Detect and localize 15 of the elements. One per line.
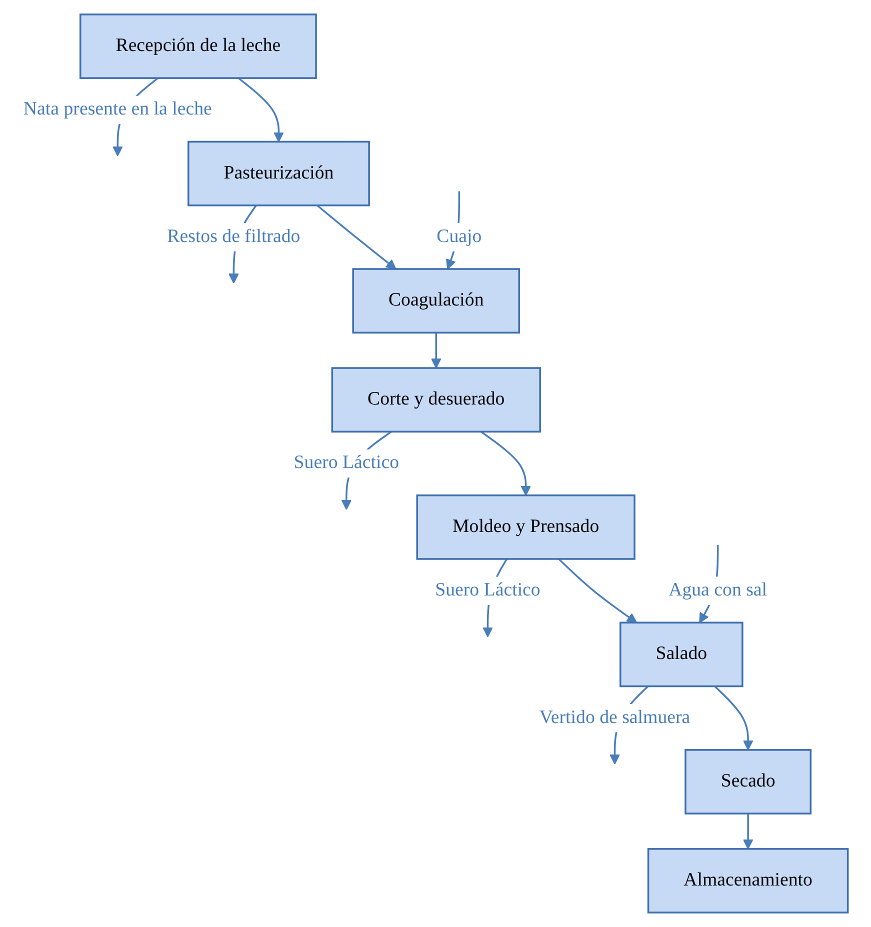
arrow <box>238 77 284 142</box>
arrow <box>714 686 754 750</box>
arrow <box>742 814 754 850</box>
process-box: Salado <box>619 622 744 688</box>
arrow <box>316 204 396 270</box>
process-box: Corte y desuerado <box>331 367 541 433</box>
arrow <box>430 332 442 368</box>
process-box: Secado <box>684 749 812 814</box>
arrow <box>558 558 637 624</box>
process-box: Recepción de la leche <box>79 14 317 79</box>
arrow <box>480 430 531 496</box>
process-box: Moldeo y Prensado <box>416 494 636 560</box>
process-box: Pasteurización <box>187 140 370 206</box>
process-box: Coagulación <box>352 268 520 334</box>
process-box: Almacenamiento <box>647 848 849 914</box>
